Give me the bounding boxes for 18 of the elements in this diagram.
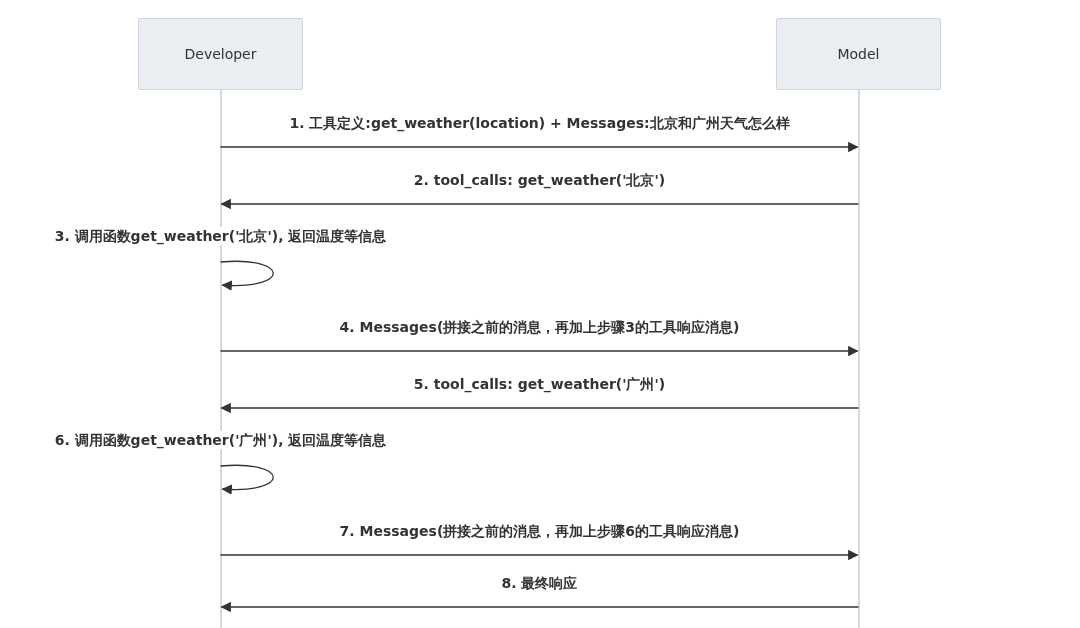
- message-arrow: [219, 345, 859, 357]
- participant-box: Model: [776, 18, 941, 90]
- self-call-arrow: [219, 260, 274, 291]
- message-label: 5. tool_calls: get_weather('广州'): [413, 375, 666, 393]
- message-arrow: [219, 549, 859, 561]
- message-arrow: [220, 402, 860, 414]
- message-label: 3. 调用函数get_weather('北京'), 返回温度等信息: [54, 227, 387, 245]
- message-arrow: [220, 601, 860, 613]
- message-arrow: [220, 198, 860, 210]
- message-label: 8. 最终响应: [501, 574, 578, 592]
- message-label: 7. Messages(拼接之前的消息，再加上步骤6的工具响应消息): [339, 522, 740, 540]
- message-label: 1. 工具定义:get_weather(location) + Messages:北京和广州天气怎么样: [289, 114, 790, 132]
- message-label: 4. Messages(拼接之前的消息，再加上步骤3的工具响应消息): [339, 318, 740, 336]
- message-label: 2. tool_calls: get_weather('北京'): [413, 171, 666, 189]
- participant-box: Developer: [138, 18, 303, 90]
- message-arrow: [219, 141, 859, 153]
- message-label: 6. 调用函数get_weather('广州'), 返回温度等信息: [54, 431, 387, 449]
- self-call-arrow: [219, 464, 274, 495]
